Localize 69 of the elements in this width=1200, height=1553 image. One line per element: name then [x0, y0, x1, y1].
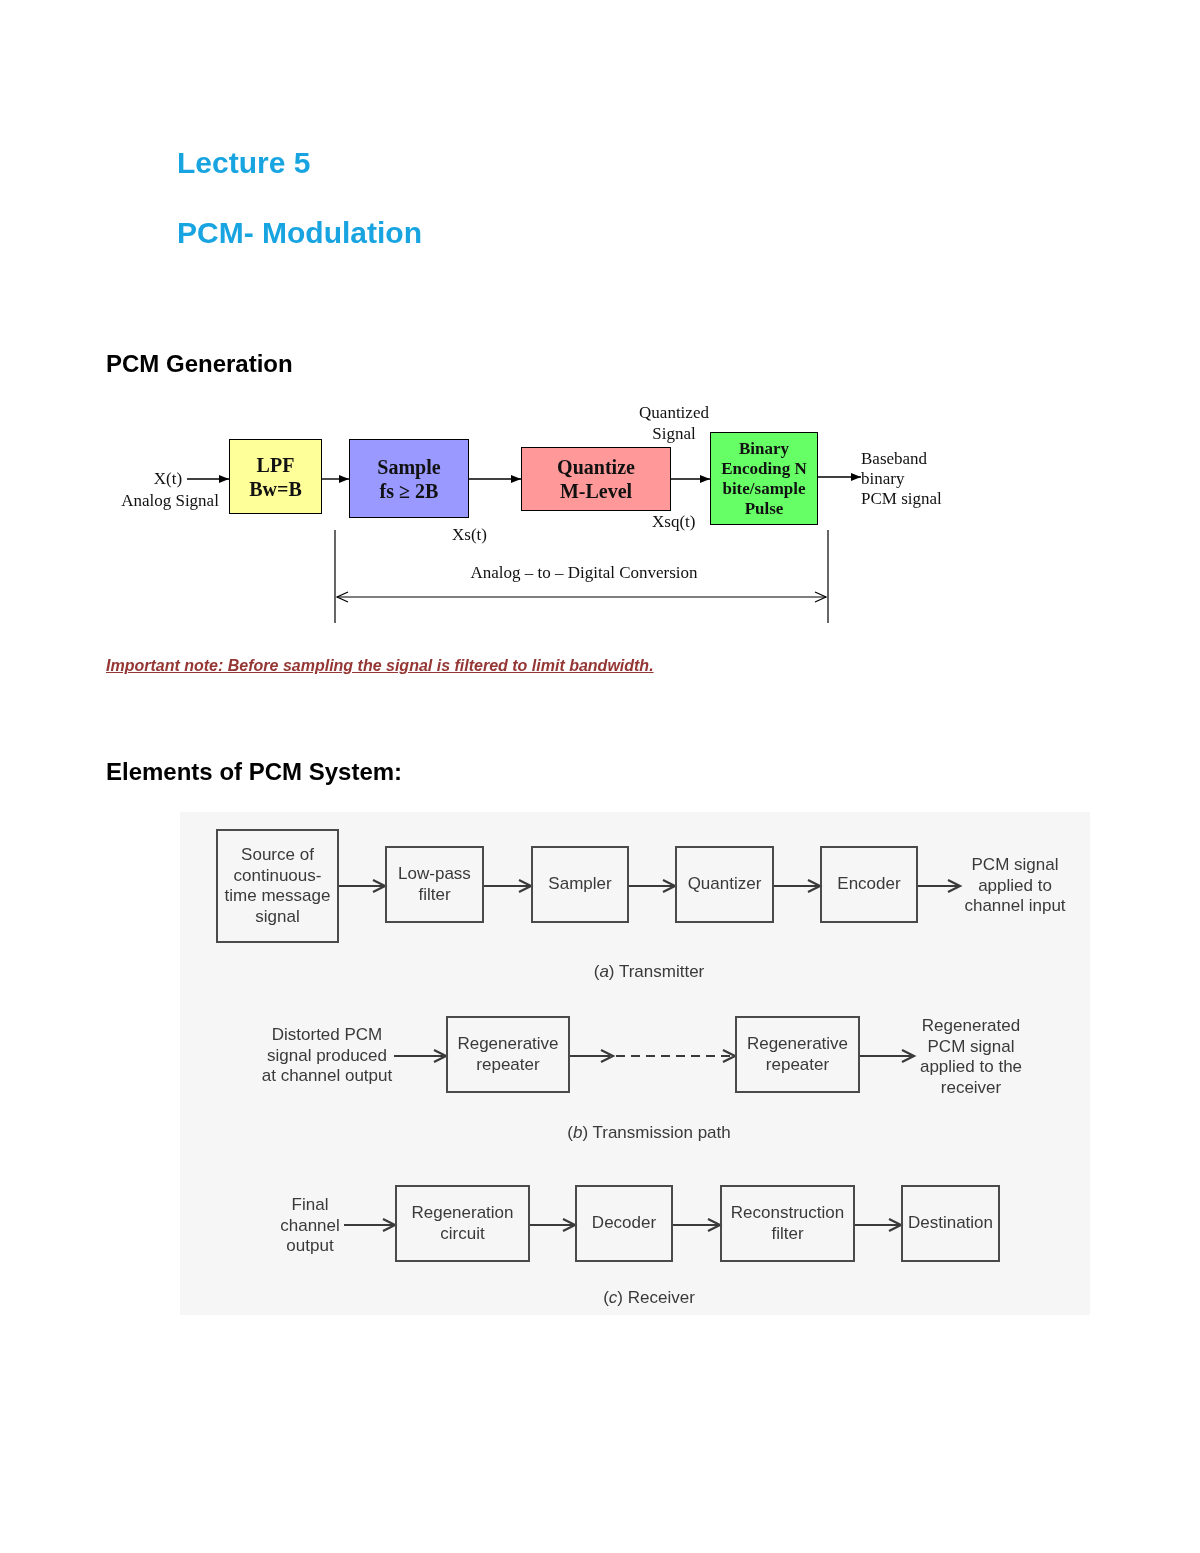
- figure-caption: (a) Transmitter: [592, 962, 706, 983]
- process-block: [675, 846, 774, 923]
- arrow: [773, 878, 822, 894]
- arrow: [817, 473, 862, 481]
- signal-label: PCM signal applied to channel input: [960, 855, 1070, 917]
- block-label: Reconstruction filter: [729, 1203, 846, 1244]
- arrow: [343, 1217, 397, 1233]
- block-parameter: fs ≥ 2B: [379, 479, 439, 503]
- signal-label: Final channel output: [276, 1195, 344, 1257]
- block-label: Regenerative repeater: [456, 1034, 560, 1075]
- block-label: Decoder: [591, 1213, 657, 1234]
- process-block: [820, 846, 918, 923]
- arrow: [917, 878, 962, 894]
- block-label: Regeneration circuit: [410, 1203, 515, 1244]
- arrow: [628, 878, 677, 894]
- process-block: [575, 1185, 673, 1262]
- process-block: [710, 432, 818, 525]
- dimension-label: Analog – to – Digital Conversion: [469, 563, 699, 583]
- signal-label: Quantized Signal: [638, 402, 710, 444]
- arrow: [670, 475, 711, 483]
- arrow: [859, 1048, 916, 1064]
- process-block: [446, 1016, 570, 1093]
- signal-label: Xs(t): [452, 525, 487, 545]
- arrow: [672, 1217, 722, 1233]
- signal-caption: Analog Signal: [120, 491, 220, 511]
- block-label: Low-pass filter: [397, 864, 472, 905]
- arrow: [483, 878, 533, 894]
- signal-label: Distorted PCM signal produced at channel output: [260, 1025, 394, 1087]
- figure-caption: (c) Receiver: [602, 1288, 696, 1309]
- lecture-title: Lecture 5: [177, 145, 311, 181]
- block-label: Regenerative repeater: [745, 1034, 850, 1075]
- block-parameter: Bw=B: [249, 476, 302, 501]
- arrow: [468, 475, 522, 483]
- note-text: Important note: Before sampling the signal is filtered to limit bandwidth.: [106, 656, 654, 676]
- arrow: [321, 475, 350, 483]
- block-label: Sample: [377, 454, 441, 479]
- process-block: [521, 447, 671, 511]
- process-block: [735, 1016, 860, 1093]
- block-label: Binary Encoding N bite/sample Pulse: [720, 438, 808, 519]
- arrow: [393, 1048, 448, 1064]
- block-label: Sampler: [548, 874, 612, 895]
- arrow: [186, 475, 230, 483]
- page-heading: PCM- Modulation: [177, 215, 422, 251]
- section-heading: PCM Generation: [106, 349, 293, 378]
- section-heading: Elements of PCM System:: [106, 757, 403, 786]
- arrow: [529, 1217, 577, 1233]
- block-label: Quantizer: [687, 874, 762, 895]
- signal-label: Baseband binary PCM signal: [861, 449, 943, 509]
- block-label: Encoder: [837, 874, 901, 895]
- figure-caption: (b) Transmission path: [566, 1123, 732, 1144]
- block-parameter: M-Level: [559, 479, 633, 503]
- process-block: [385, 846, 484, 923]
- process-block: [216, 829, 339, 943]
- signal-label: Regenerated PCM signal applied to the receiver: [914, 1016, 1028, 1098]
- signal-label: Xsq(t): [652, 512, 696, 532]
- process-block: [349, 439, 469, 518]
- process-block: [720, 1185, 855, 1262]
- block-label: Quantize: [557, 455, 635, 479]
- block-label: LPF: [256, 452, 295, 477]
- process-block: [901, 1185, 1000, 1262]
- block-label: Destination: [907, 1213, 994, 1234]
- process-block: [229, 439, 322, 514]
- process-block: [531, 846, 629, 923]
- block-label: Source of continuous-time message signal: [223, 845, 332, 927]
- dashed-arrow: [569, 1049, 738, 1063]
- arrow: [854, 1217, 903, 1233]
- process-block: [395, 1185, 530, 1262]
- arrow: [338, 878, 387, 894]
- signal-label: X(t): [149, 469, 187, 489]
